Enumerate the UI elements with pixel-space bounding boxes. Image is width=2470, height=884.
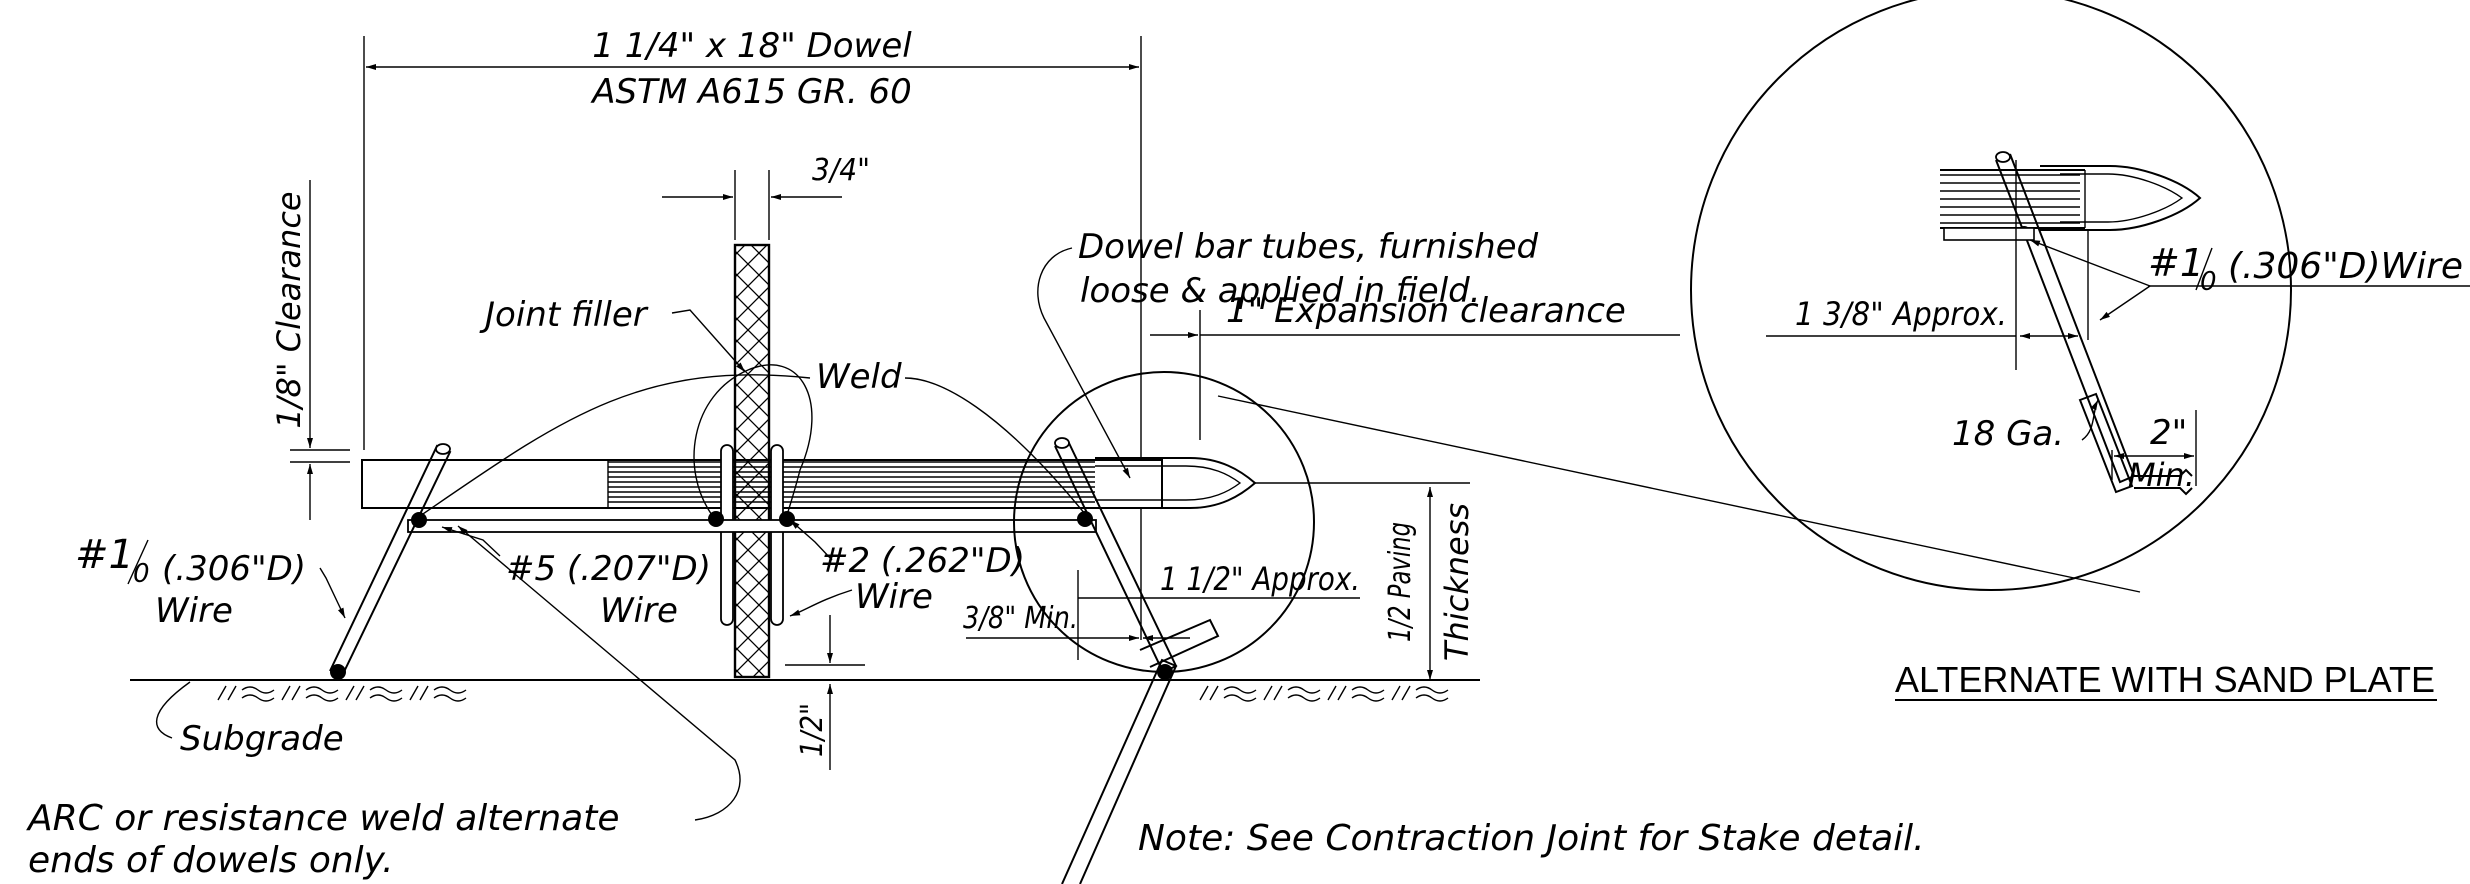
min-3-8-dimension: 3/8" Min. xyxy=(963,601,1190,641)
wire-1-0-hash: #1 xyxy=(75,532,134,578)
wire-5-callout: #5 (.207"D) Wire xyxy=(441,526,711,631)
wire-1-0-word: Wire xyxy=(155,591,233,631)
detail-wire-sub: 0 xyxy=(2200,267,2217,297)
half-inch-label: 1/2" xyxy=(795,703,830,757)
paving-thickness-label2: Thickness xyxy=(1438,503,1476,661)
tubes-line2: loose & applied in field. xyxy=(1080,271,1481,311)
wire-2-callout: #2 (.262"D) Wire xyxy=(789,519,1025,617)
left-leg-wire xyxy=(329,443,452,677)
tubes-line1: Dowel bar tubes, furnished xyxy=(1078,227,1539,267)
subgrade: Subgrade xyxy=(130,679,1480,759)
dowel-spec-label: ASTM A615 GR. 60 xyxy=(590,72,912,112)
detail-magnifier xyxy=(1013,371,2141,673)
joint-filler: 3/4" Joint filler xyxy=(479,153,870,679)
wire-2-word: Wire xyxy=(855,577,933,617)
subgrade-hatch-left xyxy=(217,685,467,702)
wire-2-label: #2 (.262"D) xyxy=(820,541,1025,581)
wire-5-word: Wire xyxy=(600,591,678,631)
weld-label: Weld xyxy=(816,357,902,397)
wire-1-0-main: (.306"D) xyxy=(162,549,306,589)
detail-two-label: 2" xyxy=(2150,413,2187,453)
paving-thickness-label1: 1/2 Paving xyxy=(1383,522,1418,642)
subgrade-hatch-right xyxy=(1199,685,1449,702)
detail-wire-rest: (.306"D)Wire xyxy=(2228,246,2463,287)
detail-wire-hash: #1 xyxy=(2148,241,2204,285)
sand-plate-detail: #1 0 (.306"D)Wire 1 3/8" Approx. 18 Ga. … xyxy=(1690,0,2470,591)
approx-1-half-label: 1 1/2" Approx. xyxy=(1160,560,1360,598)
joint-filler-label: Joint filler xyxy=(479,295,649,335)
arc-line2: ends of dowels only. xyxy=(28,840,394,881)
arc-line1: ARC or resistance weld alternate xyxy=(26,798,620,839)
dowel-size-label: 1 1/4" x 18" Dowel xyxy=(592,26,912,66)
filler-width-label: 3/4" xyxy=(812,153,870,188)
clearance-eighth-label: 1/8" Clearance xyxy=(270,191,308,428)
arc-weld-note: ARC or resistance weld alternate ends of… xyxy=(26,525,741,881)
wire-1-0-sub: 0 xyxy=(133,559,150,589)
dowel-tubes-callout: Dowel bar tubes, furnished loose & appli… xyxy=(1037,227,1539,479)
expansion-clearance-label: 1" Expansion clearance xyxy=(1226,291,1626,331)
half-inch-dimension: 1/2" xyxy=(785,615,865,770)
detail-gauge-label: 18 Ga. xyxy=(1952,414,2064,454)
dowel-length-dimension: 1 1/4" x 18" Dowel ASTM A615 GR. 60 xyxy=(363,26,1142,640)
clearance-eighth-dimension: 1/8" Clearance xyxy=(270,180,350,520)
min-3-8-label: 3/8" Min. xyxy=(963,601,1078,636)
wire-5-label: #5 (.207"D) xyxy=(506,549,711,589)
expansion-clearance-dimension: 1" Expansion clearance xyxy=(1150,291,1680,440)
approx-1-half-dimension: 1 1/2" Approx. xyxy=(1077,560,1360,660)
subgrade-label: Subgrade xyxy=(180,719,344,759)
stake-note: Note: See Contraction Joint for Stake de… xyxy=(1138,818,1925,859)
detail-approx-label: 1 3/8" Approx. xyxy=(1795,295,2007,333)
alternate-sand-plate-title: ALTERNATE WITH SAND PLATE xyxy=(1895,659,2435,700)
paving-thickness-dimension: 1/2 Paving Thickness xyxy=(1383,487,1476,680)
wire-1-0-callout: #1 0 (.306"D) Wire xyxy=(75,532,346,631)
detail-min-label: Min. xyxy=(2128,456,2195,494)
vertical-support-wires xyxy=(407,444,1097,626)
weld-callout: Weld xyxy=(419,357,1086,517)
